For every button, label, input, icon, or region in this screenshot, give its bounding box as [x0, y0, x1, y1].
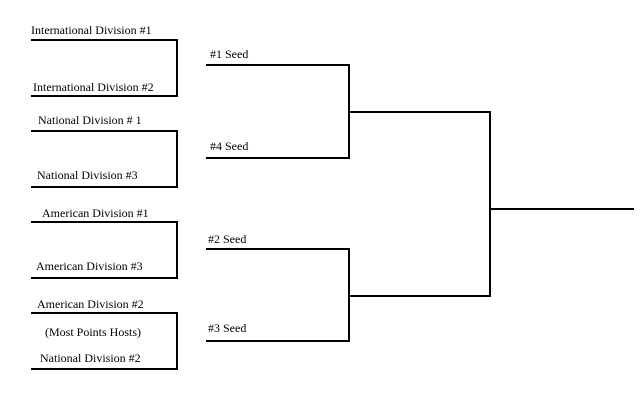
- team-american-division-1: American Division #1: [42, 206, 149, 220]
- team-national-division-2: National Division #2: [40, 351, 141, 365]
- r1-match2-connector: [31, 130, 178, 188]
- team-national-division-3: National Division #3: [37, 168, 138, 182]
- team-american-division-2: American Division #2: [37, 297, 144, 311]
- host-note: (Most Points Hosts): [45, 325, 142, 339]
- seed-2-label: #2 Seed: [208, 232, 247, 246]
- seed-4-label: #4 Seed: [210, 139, 249, 153]
- r1-match3-connector: [31, 221, 178, 279]
- team-american-division-3: American Division #3: [36, 259, 143, 273]
- r1-match4-connector: [31, 312, 178, 370]
- seed-1-label: #1 Seed: [210, 47, 249, 61]
- team-national-division-1: National Division # 1: [38, 113, 142, 127]
- seed-3-label: #3 Seed: [208, 321, 247, 335]
- r1-match1-connector: [31, 39, 178, 97]
- team-international-division-1: International Division #1: [31, 23, 152, 37]
- team-international-division-2: International Division #2: [33, 80, 154, 94]
- r3-connector: [348, 111, 491, 297]
